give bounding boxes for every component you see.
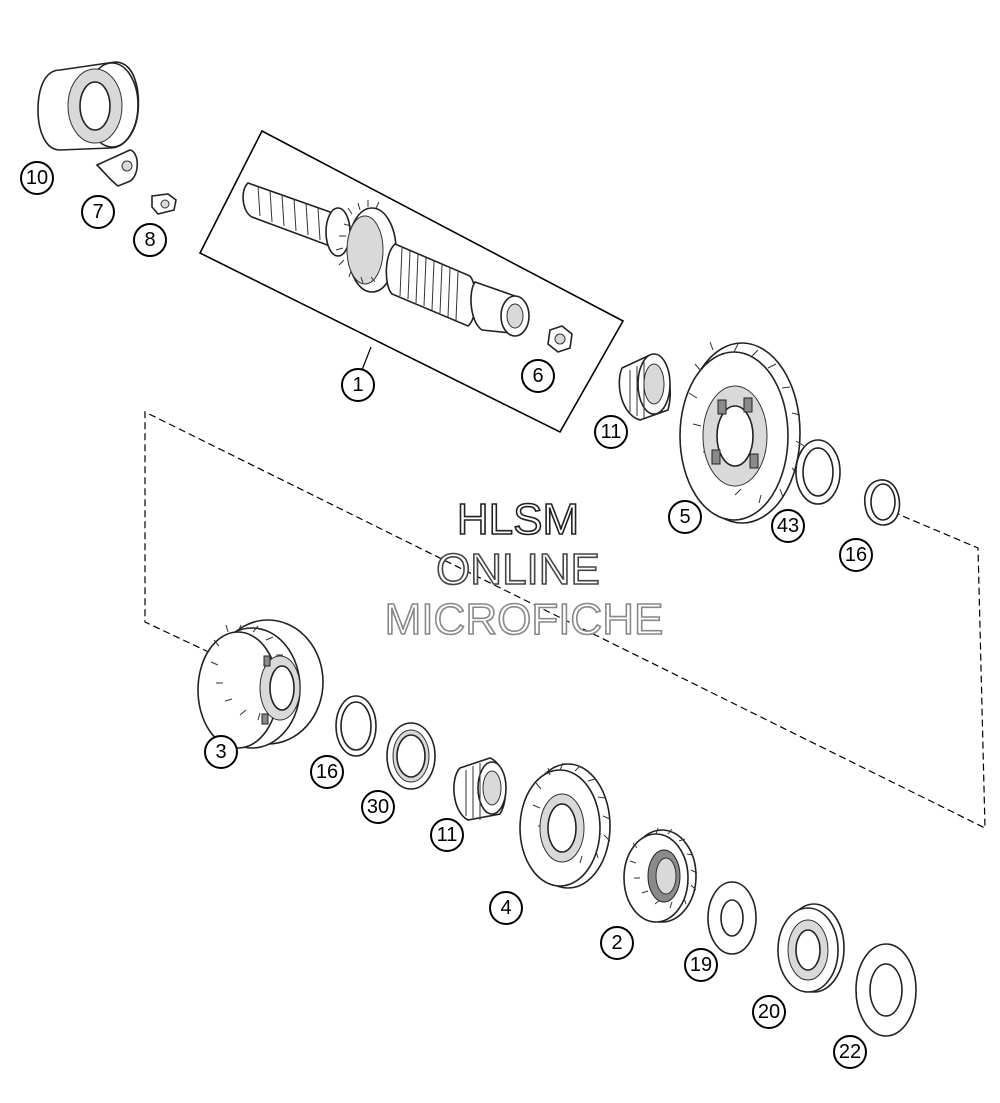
svg-text:7: 7 xyxy=(92,201,103,223)
svg-text:16: 16 xyxy=(316,761,338,783)
gear-part-2[interactable] xyxy=(623,827,698,923)
callout-19[interactable]: 19 xyxy=(684,948,718,982)
svg-text:6: 6 xyxy=(532,365,543,387)
leader-1 xyxy=(361,346,372,371)
circlip-part-16-upper[interactable] xyxy=(864,479,901,526)
callout-22[interactable]: 22 xyxy=(833,1035,867,1069)
callout-16-lower[interactable]: 16 xyxy=(310,755,344,789)
watermark-line-3: MICROFICHE xyxy=(385,595,664,644)
watermark: HLSM ONLINE MICROFICHE xyxy=(384,494,664,645)
bearing-part-10[interactable] xyxy=(37,61,140,151)
svg-text:43: 43 xyxy=(777,515,799,537)
callout-10[interactable]: 10 xyxy=(20,161,54,195)
watermark-line-1: HLSM xyxy=(457,495,579,544)
svg-text:11: 11 xyxy=(601,421,622,443)
main-shaft-part-1[interactable] xyxy=(242,182,530,337)
callout-11-lower[interactable]: 11 xyxy=(430,818,464,852)
callout-7[interactable]: 7 xyxy=(81,195,115,229)
callout-2[interactable]: 2 xyxy=(600,926,634,960)
gear-part-5[interactable] xyxy=(679,341,805,524)
callout-6[interactable]: 6 xyxy=(521,359,555,393)
svg-text:11: 11 xyxy=(437,824,458,846)
callout-20[interactable]: 20 xyxy=(752,995,786,1029)
screw-part-8[interactable] xyxy=(151,193,177,215)
svg-text:1: 1 xyxy=(352,374,363,396)
callout-11-upper[interactable]: 11 xyxy=(594,415,628,449)
washer-part-30[interactable] xyxy=(386,722,436,790)
svg-text:16: 16 xyxy=(845,544,867,566)
shim-part-22[interactable] xyxy=(855,943,917,1037)
callout-3[interactable]: 3 xyxy=(204,735,238,769)
double-gear-part-3[interactable] xyxy=(197,619,324,749)
svg-text:20: 20 xyxy=(758,1001,780,1023)
svg-text:5: 5 xyxy=(679,506,690,528)
callout-8[interactable]: 8 xyxy=(133,223,167,257)
callout-16-upper[interactable]: 16 xyxy=(839,538,873,572)
washer-part-19[interactable] xyxy=(707,881,757,955)
svg-text:30: 30 xyxy=(367,796,389,818)
callout-30[interactable]: 30 xyxy=(361,790,395,824)
svg-text:8: 8 xyxy=(144,229,155,251)
svg-text:2: 2 xyxy=(611,932,622,954)
svg-text:22: 22 xyxy=(839,1041,861,1063)
lock-plate-part-7[interactable] xyxy=(95,149,139,187)
watermark-line-2: ONLINE xyxy=(436,545,600,594)
assembly-dashed-line xyxy=(144,411,986,829)
callout-4[interactable]: 4 xyxy=(489,891,523,925)
washer-part-43[interactable] xyxy=(795,439,841,505)
callout-1[interactable]: 1 xyxy=(341,368,375,402)
bearing-part-20[interactable] xyxy=(777,903,845,993)
svg-text:4: 4 xyxy=(500,897,511,919)
gear-part-4[interactable] xyxy=(519,762,611,889)
circlip-part-16-lower[interactable] xyxy=(335,695,377,757)
needle-bearing-part-11-lower[interactable] xyxy=(453,757,507,821)
svg-text:10: 10 xyxy=(26,167,48,189)
svg-text:3: 3 xyxy=(215,741,226,763)
needle-bearing-part-11-upper[interactable] xyxy=(618,353,672,421)
shaft-assembly-outline xyxy=(198,129,625,434)
callout-5[interactable]: 5 xyxy=(668,500,702,534)
callout-43[interactable]: 43 xyxy=(771,509,805,543)
nut-part-6[interactable] xyxy=(547,325,573,353)
svg-text:19: 19 xyxy=(690,954,712,976)
